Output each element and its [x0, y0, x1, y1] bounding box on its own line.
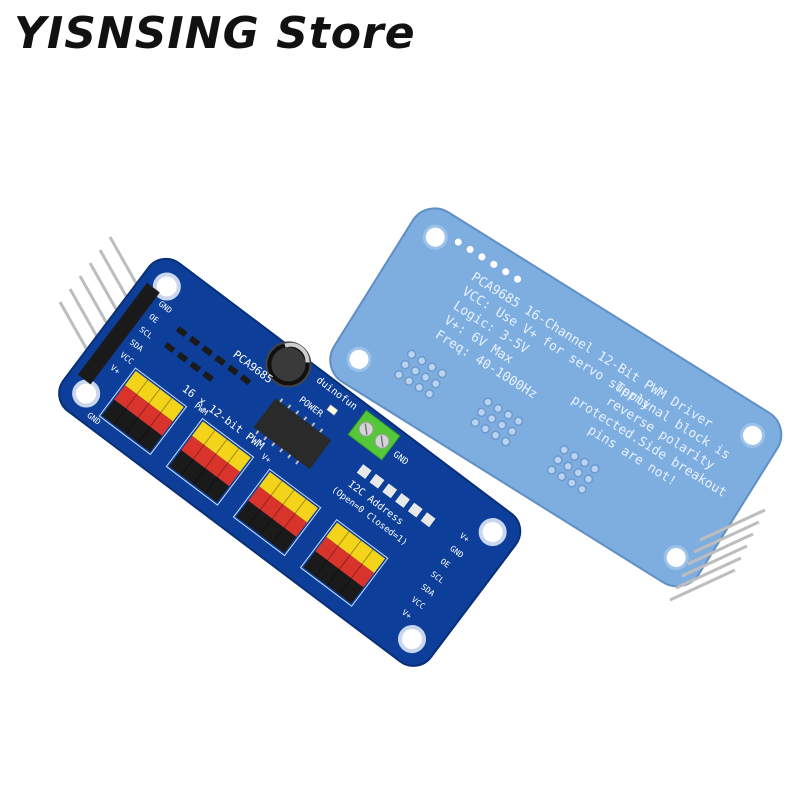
front-left-pins: [58, 236, 142, 356]
servo-header-block-1: [102, 370, 184, 452]
pca9685-chip: [253, 398, 332, 470]
store-title: YISNSING Store: [14, 8, 416, 59]
power-terminal-block: [347, 409, 401, 461]
capacitor: [265, 341, 312, 388]
front-board: PCA9685 16 x 12-bit PWM duinofun POWER G…: [58, 257, 522, 667]
servo-header-block-4: [303, 522, 385, 604]
power-led: [326, 404, 339, 416]
servo-header-block-2: [169, 421, 251, 503]
left-pin-header: [77, 282, 160, 385]
back-board-pins: [669, 508, 766, 602]
servo-header-block-3: [236, 471, 318, 553]
